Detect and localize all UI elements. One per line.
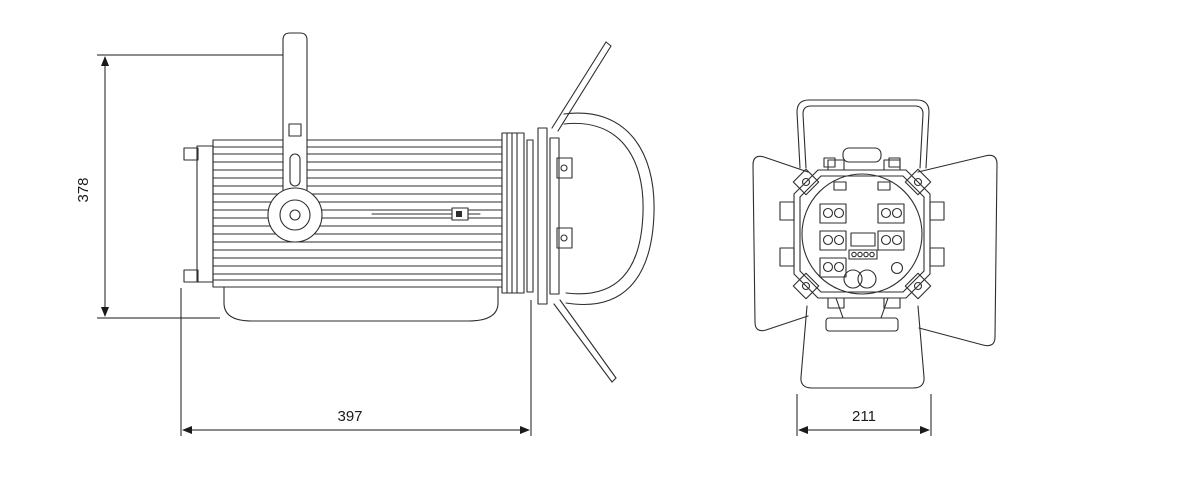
display	[850, 232, 876, 247]
yoke-square-hole	[288, 123, 302, 137]
side-view	[183, 32, 655, 383]
length-dimension: 397	[180, 288, 532, 436]
filter-frame	[526, 139, 534, 293]
connector	[877, 230, 905, 251]
yoke-slot	[289, 153, 301, 187]
fan	[857, 269, 877, 289]
axis-detail	[371, 207, 481, 221]
corner-gussets	[792, 168, 932, 300]
barn-door-side-flap	[563, 112, 655, 305]
barn-doors-side	[551, 41, 655, 383]
base	[223, 286, 499, 322]
fan	[843, 269, 863, 289]
button-row	[848, 249, 878, 260]
body-ring	[801, 173, 923, 295]
barn-door-top	[796, 99, 930, 169]
frame-clip	[556, 157, 573, 179]
connector	[819, 257, 847, 278]
connector	[819, 230, 847, 251]
front-view	[752, 99, 998, 389]
yoke-mount	[825, 297, 899, 332]
edge-clips	[779, 159, 945, 309]
knob	[890, 261, 904, 275]
yoke-knob	[267, 187, 323, 243]
rear-panel-components	[819, 181, 905, 289]
frame-clip	[556, 227, 573, 249]
connector	[819, 203, 847, 224]
width-dimension: 211	[796, 394, 932, 436]
front-frame	[537, 127, 573, 305]
barn-door-top-edge	[551, 41, 607, 129]
barn-door-left	[752, 155, 809, 332]
barn-door-bottom-edge	[553, 303, 613, 383]
lens-barrel	[501, 132, 534, 294]
handle-slot	[842, 147, 882, 163]
barn-door-bottom	[800, 305, 925, 389]
body-frame	[793, 169, 931, 299]
connector	[877, 203, 905, 224]
height-dimension: 378	[75, 54, 283, 319]
yoke	[267, 32, 323, 243]
length-dimension-label: 397	[337, 408, 362, 425]
barn-door-right	[917, 154, 998, 347]
rear-cap	[183, 145, 214, 283]
width-dimension-label: 211	[852, 408, 876, 425]
height-dimension-label: 378	[75, 177, 92, 202]
